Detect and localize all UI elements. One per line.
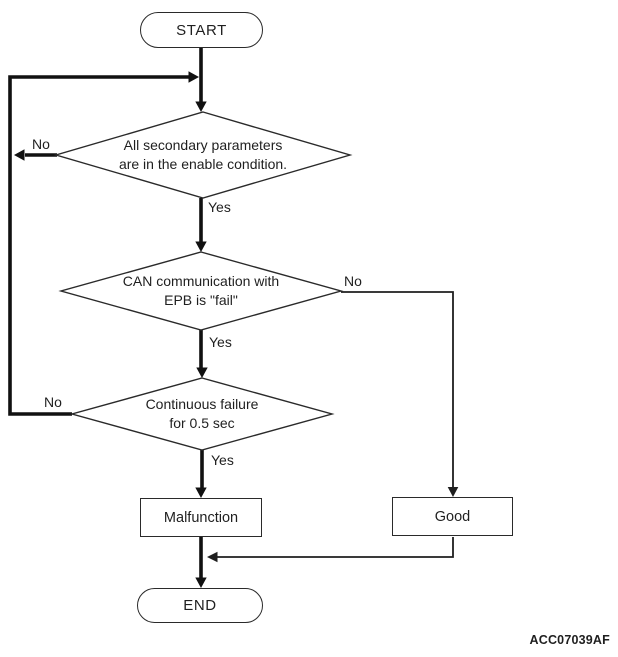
arrowhead-left-icon [14,149,25,161]
arrowhead-down-icon [195,487,207,498]
connector-yes-decision3-to-malfunction [195,450,207,498]
decision-diamond-can-communication [58,251,344,331]
arrowhead-left-icon [207,551,218,563]
label-no-decision1: No [32,136,50,152]
label-no-decision3: No [44,394,62,410]
connector-no-decision1 [14,149,57,161]
arrowhead-down-icon [196,367,208,378]
good-box: Good [392,497,513,536]
end-node: END [137,588,263,623]
connector-good-to-end-join [207,537,454,563]
connector-no-decision2-to-good [341,291,459,497]
figure-code: ACC07039AF [529,633,610,647]
connector-yes-decision2-to-decision3 [196,330,208,378]
label-no-decision2: No [344,273,362,289]
arrowhead-down-icon [195,577,207,588]
connector-malfunction-to-end [195,537,207,588]
label-yes-decision1: Yes [208,199,231,215]
connector-yes-decision1-to-decision2 [195,198,207,252]
malfunction-box: Malfunction [140,498,262,537]
label-yes-decision3: Yes [211,452,234,468]
start-node: START [140,12,263,48]
arrowhead-down-icon [195,241,207,252]
arrowhead-right-icon [188,71,199,83]
connector-start-to-decision1 [195,48,207,112]
feedback-loop-line [8,71,199,416]
decision-diamond-secondary-parameters [53,111,353,199]
label-yes-decision2: Yes [209,334,232,350]
arrowhead-down-icon [195,101,207,112]
arrowhead-down-icon [447,487,459,497]
decision-diamond-continuous-failure [69,377,335,451]
